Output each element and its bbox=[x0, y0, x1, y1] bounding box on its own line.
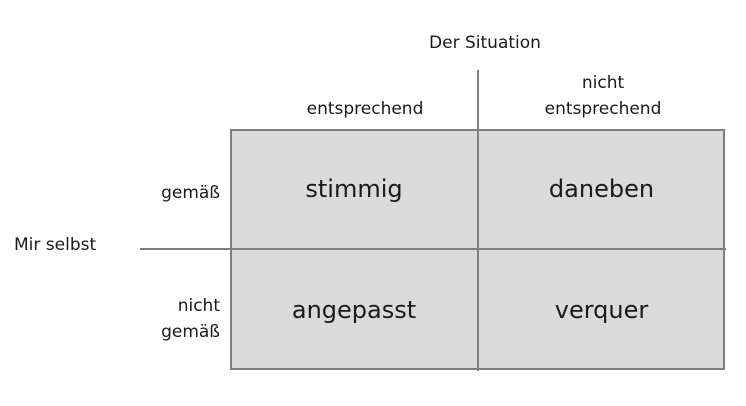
column-header-line: entsprechend bbox=[544, 99, 662, 119]
row-header-line: gemäß bbox=[161, 322, 220, 342]
left-axis-title: Mir selbst bbox=[14, 235, 97, 255]
cell-daneben: daneben bbox=[478, 129, 725, 249]
vertical-divider bbox=[477, 70, 479, 371]
top-axis-title: Der Situation bbox=[429, 33, 541, 53]
column-header-line: nicht bbox=[581, 73, 625, 93]
row-header-line: nicht bbox=[177, 296, 220, 316]
row-header-gemaess: gemäß bbox=[161, 183, 220, 203]
row-header-nicht-gemaess: nicht gemäß bbox=[120, 293, 220, 345]
cell-verquer: verquer bbox=[478, 249, 725, 370]
cell-stimmig: stimmig bbox=[230, 129, 478, 249]
column-header-entsprechend: entsprechend bbox=[306, 99, 424, 119]
cell-angepasst: angepasst bbox=[230, 249, 478, 370]
column-header-nicht-entsprechend: nicht entsprechend bbox=[518, 70, 688, 122]
horizontal-divider bbox=[140, 248, 726, 250]
